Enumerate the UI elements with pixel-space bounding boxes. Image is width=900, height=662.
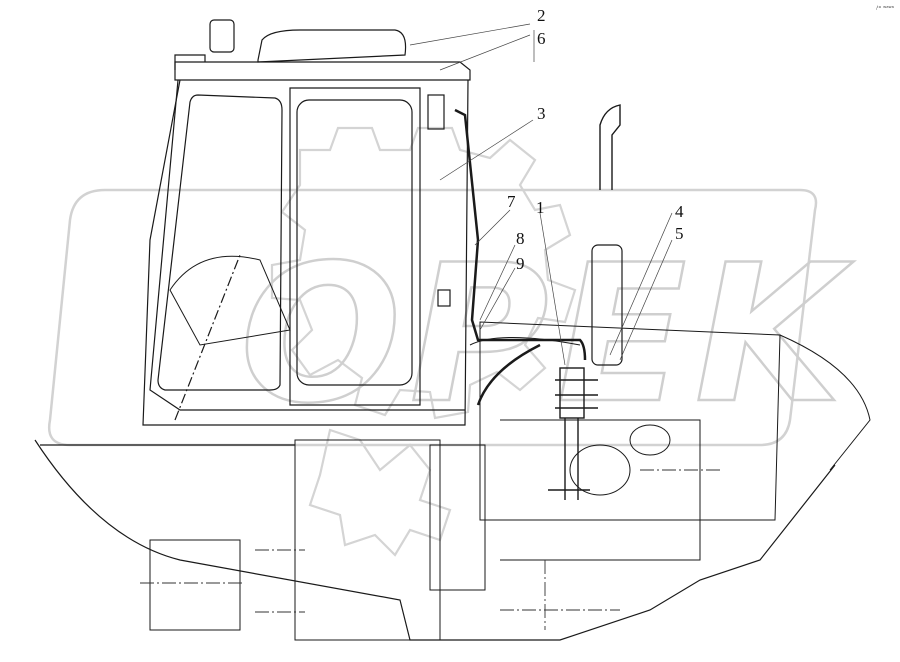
cab-frame bbox=[142, 79, 469, 426]
muffler bbox=[591, 244, 623, 366]
valve-cluster bbox=[548, 367, 598, 500]
callout-8: 8 bbox=[516, 229, 525, 248]
watermark-gear bbox=[270, 126, 577, 557]
watermark-text: OPEK bbox=[240, 224, 855, 445]
cab-door-window bbox=[296, 99, 413, 386]
leader-lines bbox=[409, 23, 673, 366]
exhaust-pipe bbox=[599, 104, 621, 190]
callout-1: 1 bbox=[536, 198, 545, 217]
callout-3: 3 bbox=[537, 104, 546, 123]
callout-7: 7 bbox=[507, 192, 516, 211]
callout-4: 4 bbox=[675, 202, 684, 221]
callout-2: 2 bbox=[537, 6, 546, 25]
roof-beacon bbox=[209, 19, 235, 53]
corner-mark: ᵢᵗᵒ ʷᵃʷᵃ bbox=[875, 5, 894, 12]
callout-6: 6 bbox=[537, 29, 546, 48]
roof-unit bbox=[257, 29, 407, 63]
cab-left-window bbox=[157, 94, 283, 391]
chassis bbox=[34, 439, 836, 641]
callout-9: 9 bbox=[516, 254, 525, 273]
callout-5: 5 bbox=[675, 224, 684, 243]
engine-hood bbox=[479, 321, 781, 521]
hydraulic-hose bbox=[454, 108, 587, 361]
watermark-logo bbox=[47, 188, 818, 447]
machine-outline bbox=[34, 19, 871, 641]
